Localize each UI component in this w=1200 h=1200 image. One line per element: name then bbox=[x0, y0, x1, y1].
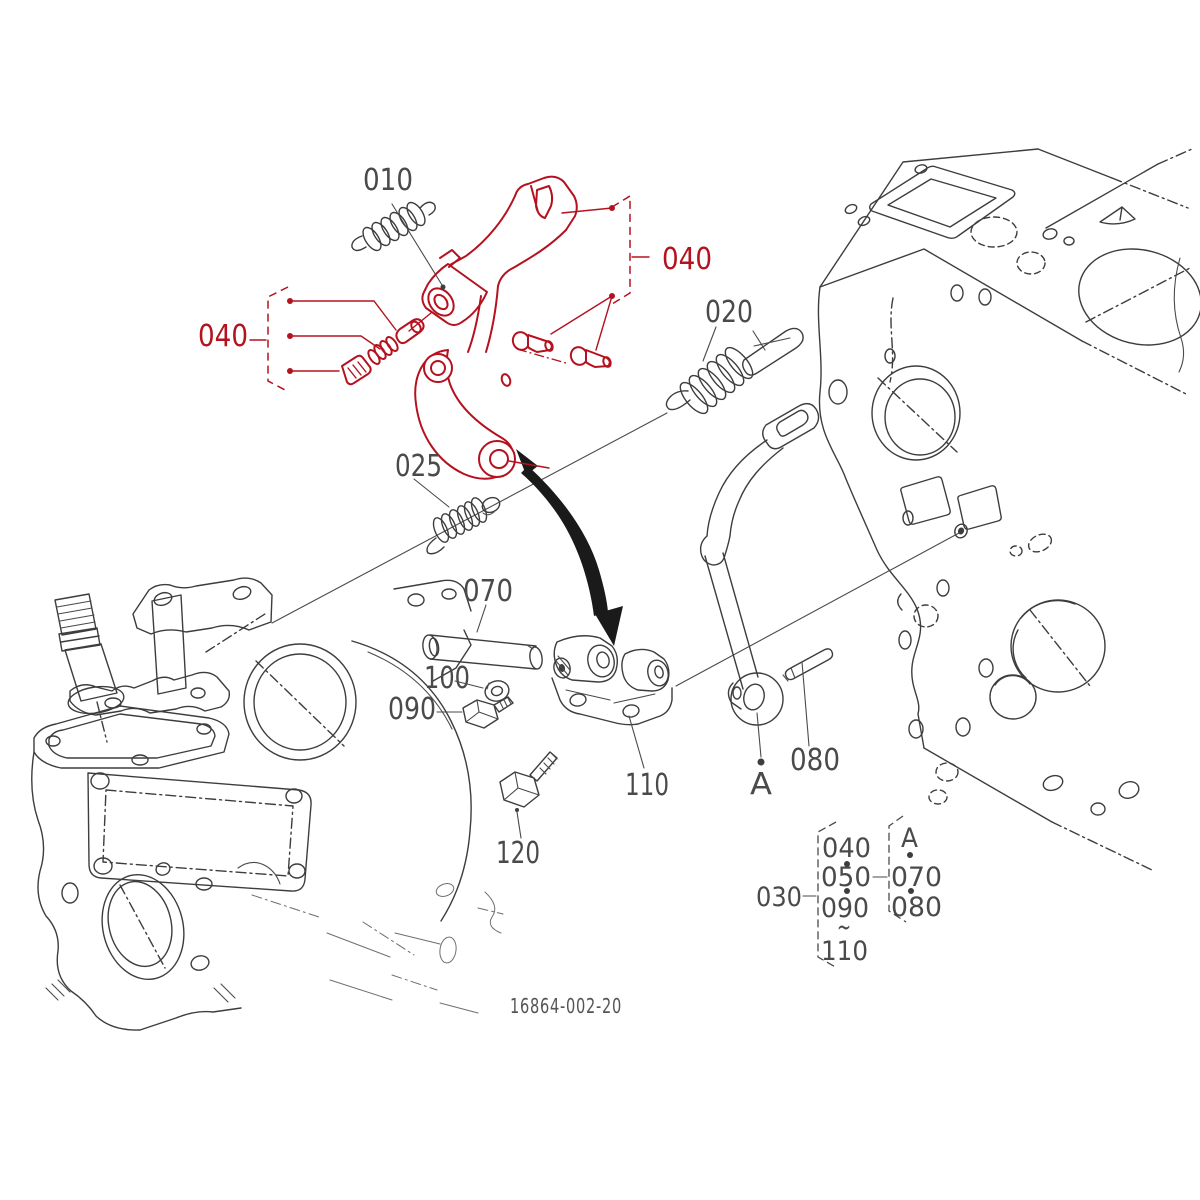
legend-item-050: 050 bbox=[821, 862, 871, 893]
bolt-120-drawing bbox=[499, 751, 558, 808]
spring-025-drawing bbox=[426, 496, 501, 555]
motion-arrow bbox=[516, 449, 623, 646]
spring-020-drawing bbox=[665, 327, 804, 415]
callout-040-right bbox=[550, 194, 650, 351]
legend-item-090: 090 bbox=[821, 893, 869, 924]
part-label-020: 020 bbox=[705, 295, 753, 330]
part-label-040-left: 040 bbox=[198, 319, 248, 354]
legend-item-070: 070 bbox=[891, 862, 942, 893]
spring-010-drawing bbox=[351, 201, 436, 252]
point-a-label: A bbox=[750, 767, 773, 802]
fork-lever-assembly-040 bbox=[341, 175, 612, 480]
reference-lines bbox=[271, 412, 960, 687]
washer-100-drawing bbox=[484, 680, 510, 702]
legend-item-a: A bbox=[901, 823, 918, 854]
part-label-010: 010 bbox=[363, 163, 413, 198]
bolt-090-drawing bbox=[462, 696, 514, 729]
engine-block-drawing bbox=[817, 148, 1200, 871]
legend-item-080: 080 bbox=[891, 892, 942, 923]
part-label-070: 070 bbox=[463, 574, 513, 609]
crankcase-drawing bbox=[31, 577, 504, 1031]
leader-lines bbox=[391, 203, 810, 839]
legend-item-040: 040 bbox=[822, 833, 871, 864]
part-label-080: 080 bbox=[790, 743, 840, 778]
bracket-110-drawing bbox=[551, 635, 673, 726]
pin-070-drawing bbox=[422, 634, 543, 670]
part-label-090: 090 bbox=[388, 692, 436, 727]
legend: 030 040 050 090 ~ 110 A 070 080 bbox=[756, 815, 942, 969]
callout-040-left bbox=[249, 286, 550, 469]
part-label-025: 025 bbox=[395, 449, 442, 484]
part-label-040-right: 040 bbox=[662, 242, 712, 277]
legend-item-110: 110 bbox=[821, 936, 868, 967]
legend-group-030: 030 bbox=[756, 882, 802, 913]
legend-item-tilde: ~ bbox=[837, 912, 851, 943]
drawing-code: 16864-002-20 bbox=[510, 994, 622, 1018]
part-labels: 010 040 040 020 025 070 100 090 110 120 … bbox=[198, 163, 840, 871]
governor-lever-drawing bbox=[699, 402, 820, 726]
pin-080-drawing bbox=[782, 648, 834, 682]
part-label-100: 100 bbox=[424, 661, 470, 696]
part-label-110: 110 bbox=[625, 768, 669, 803]
part-label-120: 120 bbox=[496, 836, 540, 871]
